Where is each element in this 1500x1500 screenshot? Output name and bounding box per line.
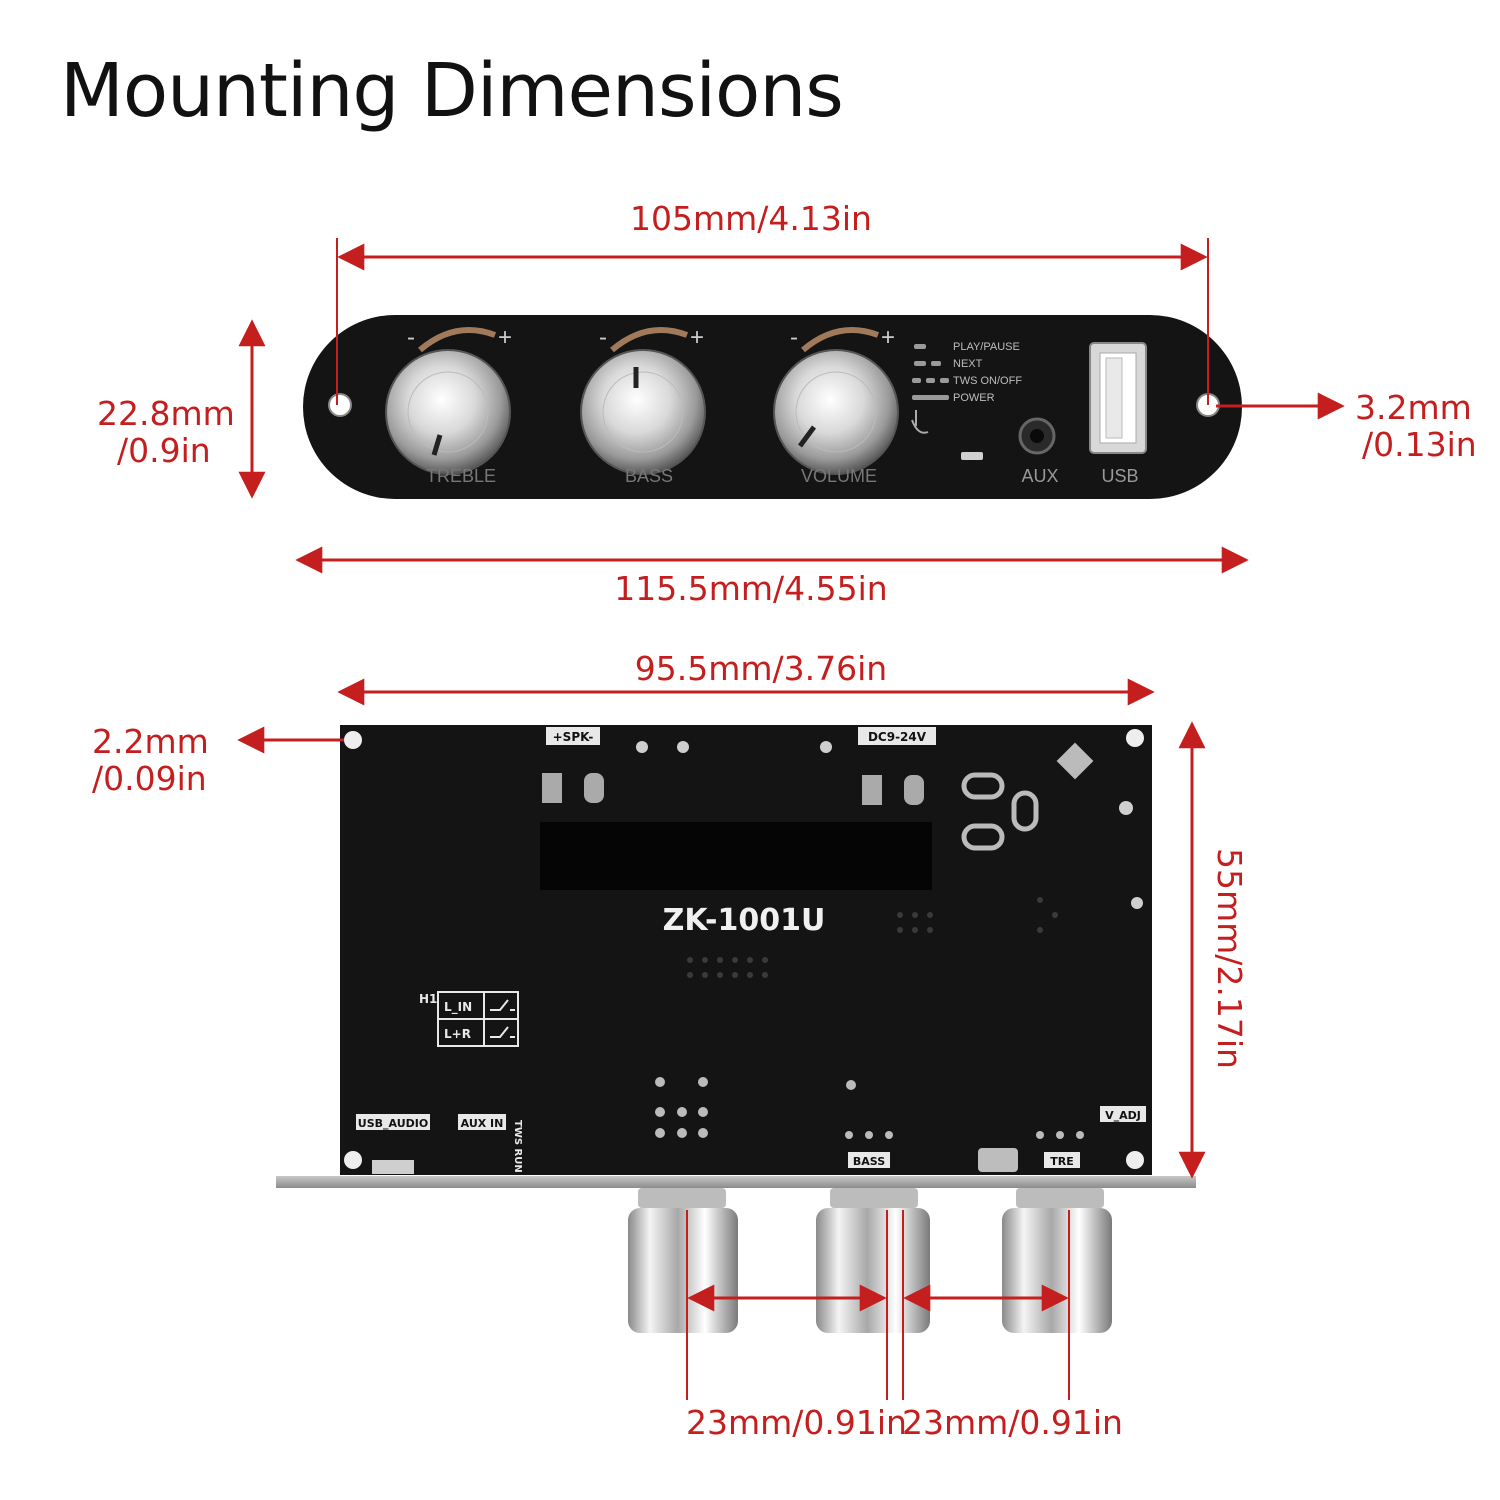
- usb-audio-label: USB_AUDIO: [358, 1117, 428, 1130]
- volume-plus: +: [881, 324, 895, 351]
- treble-label: TREBLE: [426, 466, 496, 486]
- l-r-label: L+R: [444, 1027, 471, 1041]
- status-led: [961, 452, 983, 460]
- left-mount-hole: [328, 393, 352, 417]
- indicator-next: NEXT: [953, 358, 983, 370]
- h1-label: H1: [419, 992, 437, 1006]
- model-number: ZK-1001U: [663, 903, 826, 938]
- side-knob-1: [628, 1188, 738, 1333]
- dc-label: DC9-24V: [868, 730, 927, 744]
- usb-port: USB: [1089, 342, 1147, 486]
- aux-in-label: AUX IN: [461, 1117, 504, 1130]
- hole-diameter-label-2: /0.13in: [1362, 425, 1477, 464]
- page-title: Mounting Dimensions: [60, 48, 844, 134]
- back-board: ZK-1001U +SPK- DC9-24V H1 L_IN L+R USB_A…: [340, 725, 1152, 1175]
- bass-minus: -: [599, 324, 607, 351]
- front-plate-edge: [276, 1176, 1196, 1188]
- indicator-tws: TWS ON/OFF: [953, 375, 1022, 387]
- aux-label: AUX: [1021, 466, 1058, 486]
- front-total-width-label: 115.5mm/4.55in: [614, 569, 888, 608]
- tre-silk-label: TRE: [1050, 1155, 1074, 1168]
- aux-port: AUX: [1018, 417, 1059, 486]
- tws-run-label: TWS RUN: [512, 1120, 523, 1173]
- l-in-label: L_IN: [444, 1000, 472, 1015]
- front-height-label-2: /0.9in: [117, 431, 211, 470]
- v-adj-label: V_ADJ: [1105, 1109, 1141, 1122]
- back-hole-label-2: /0.09in: [92, 759, 207, 798]
- knob-spacing-1-label: 23mm/0.91in: [686, 1403, 907, 1442]
- treble-minus: -: [407, 324, 415, 351]
- bass-label: BASS: [625, 466, 673, 486]
- indicator-play-pause: PLAY/PAUSE: [953, 341, 1020, 353]
- back-height-label: 55mm/2.17in: [1210, 848, 1249, 1069]
- touch-icon: [911, 410, 929, 434]
- side-knob-3: [1002, 1188, 1112, 1333]
- usb-label: USB: [1101, 466, 1138, 486]
- indicator-power: POWER: [953, 392, 995, 404]
- back-hole-label-1: 2.2mm: [92, 722, 209, 761]
- treble-knob: - + TREBLE: [385, 324, 512, 486]
- back-hole-span-label: 95.5mm/3.76in: [634, 649, 888, 688]
- bass-plus: +: [690, 324, 704, 351]
- front-hole-span-label: 105mm/4.13in: [630, 199, 872, 238]
- bass-knob: - + BASS: [580, 324, 706, 486]
- bass-silk-label: BASS: [853, 1155, 885, 1168]
- knob-spacing-2-label: 23mm/0.91in: [902, 1403, 1123, 1442]
- volume-knob: - + VOLUME: [773, 324, 899, 486]
- volume-minus: -: [790, 324, 798, 351]
- hole-diameter-label-1: 3.2mm: [1355, 388, 1472, 427]
- front-height-label-1: 22.8mm: [97, 394, 235, 433]
- treble-plus: +: [498, 324, 512, 351]
- volume-label: VOLUME: [801, 466, 877, 486]
- front-panel: - + TREBLE - + BASS - + VOLUME: [303, 315, 1242, 499]
- indicator-legend: PLAY/PAUSE NEXT TWS ON/OFF POWER: [911, 341, 1022, 434]
- spk-label: +SPK-: [553, 730, 594, 744]
- side-knob-2: [816, 1188, 930, 1333]
